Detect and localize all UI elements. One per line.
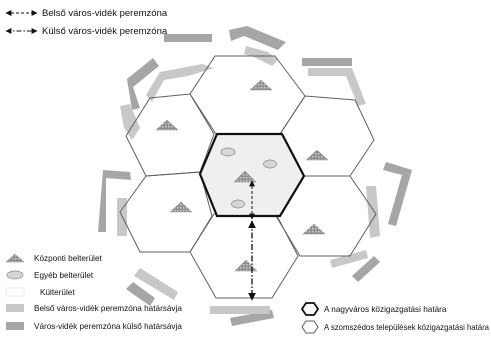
outer-area-swatch — [5, 287, 25, 297]
ellipse-icon — [6, 270, 24, 280]
ellipse-icon — [263, 159, 277, 169]
hexagon-outline-icon — [301, 320, 319, 334]
pattern-triangle-icon — [234, 259, 258, 272]
legend-city-boundary: A nagyváros közigazgatási határa — [324, 305, 447, 314]
hexagon-outline-icon — [300, 302, 320, 316]
pattern-triangle-icon — [169, 201, 193, 213]
pattern-triangle-icon — [5, 253, 25, 263]
outer-fringe-belt — [98, 26, 412, 326]
hex-bottom-left — [119, 171, 213, 253]
ellipse-icon — [231, 199, 245, 209]
pattern-triangle-icon — [302, 223, 326, 235]
legend-outer-fringe: Külső város-vidék peremzóna — [42, 26, 168, 37]
legend-top: Belső város-vidék peremzóna Külső város-… — [5, 8, 168, 37]
legend-other-builtup: Egyéb belterület — [34, 271, 94, 280]
pattern-triangle-icon — [233, 170, 257, 183]
legend-inner-fringe-belt: Belső város-vidék peremzóna határsávja — [34, 304, 182, 313]
ellipse-icon — [220, 147, 236, 157]
inner-belt-swatch — [6, 304, 24, 312]
legend-central-builtup: Központi belterület — [34, 254, 103, 263]
legend-left: Központi belterület Egyéb belterület Kül… — [5, 253, 182, 331]
pattern-triangle-icon — [155, 119, 179, 131]
legend-outer-area: Külterület — [40, 288, 75, 297]
legend-neighbour-boundary: A szomszédos települések közigazgatási h… — [324, 323, 489, 332]
pattern-triangle-icon — [249, 79, 273, 91]
other-builtup-markers — [220, 147, 277, 209]
legend-inner-fringe: Belső város-vidék peremzóna — [42, 8, 168, 19]
legend-outer-fringe-belt: Város-vidék peremzóna külső határsávja — [34, 322, 182, 331]
outer-belt-swatch — [6, 322, 24, 330]
legend-right: A nagyváros közigazgatási határa A szoms… — [300, 302, 489, 334]
pattern-triangle-icon — [305, 149, 329, 161]
